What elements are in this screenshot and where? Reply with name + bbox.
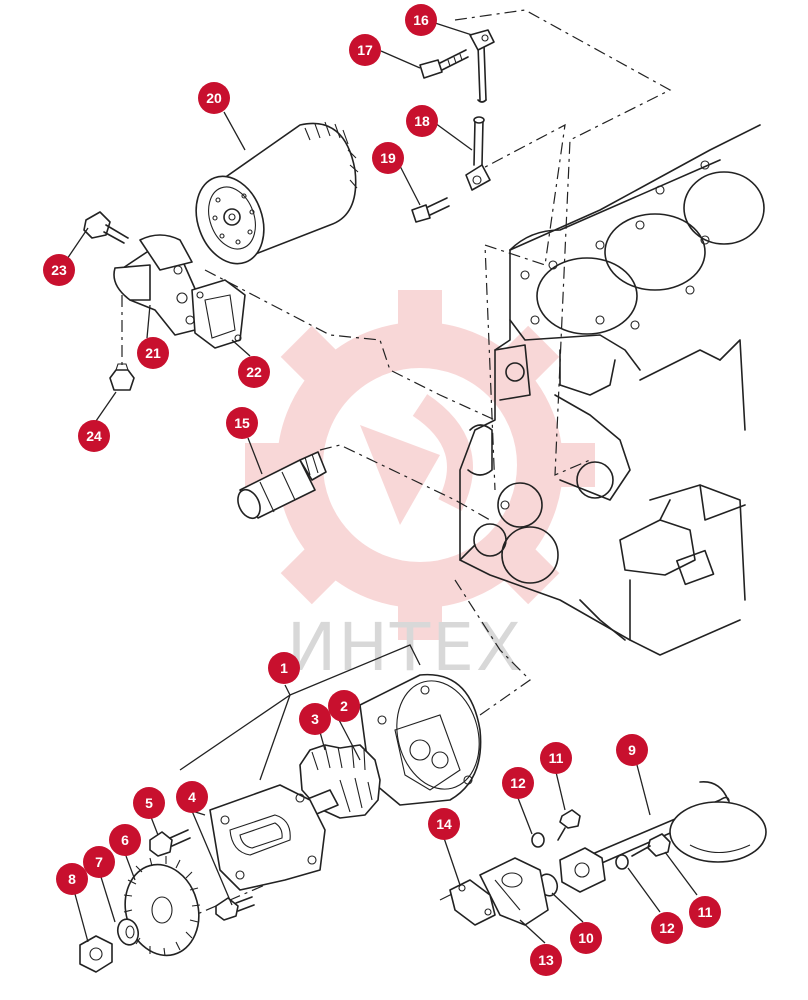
callout-15: 15 [226,407,258,439]
svg-text:14: 14 [436,816,452,832]
callout-2: 2 [328,690,360,722]
part-19-bolt [411,197,450,223]
part-9-oil-suction-pipe [589,781,767,867]
callout-10: 10 [570,922,602,954]
svg-text:12: 12 [510,775,526,791]
svg-text:24: 24 [86,428,102,444]
part-suction-flange [559,847,606,893]
part-11-bolt-lower [631,833,671,857]
callout-19: 19 [372,142,404,174]
callout-20: 20 [198,82,230,114]
svg-text:17: 17 [357,42,373,58]
svg-text:1: 1 [280,660,288,676]
part-6-drive-gear [123,856,201,957]
svg-text:19: 19 [380,150,396,166]
part-5-bolt [149,829,191,857]
svg-text:6: 6 [121,832,129,848]
callout-5: 5 [133,787,165,819]
callout-22: 22 [238,356,270,388]
callout-13: 13 [530,944,562,976]
callout-6: 6 [109,824,141,856]
svg-text:11: 11 [698,904,713,920]
part-21-filter-head [113,234,201,336]
svg-text:15: 15 [234,415,250,431]
part-14-gasket [449,879,496,926]
svg-text:2: 2 [340,698,348,714]
part-8-nut [79,935,113,973]
svg-text:20: 20 [206,90,222,106]
part-22-gasket [191,279,246,349]
svg-text:4: 4 [188,789,196,805]
part-23-fitting [83,211,129,244]
callout-18: 18 [406,105,438,137]
callout-12-lower: 12 [651,912,683,944]
part-12-washer-upper [531,832,545,848]
engine-block [459,124,765,656]
svg-text:18: 18 [414,113,430,129]
svg-text:23: 23 [51,262,67,278]
callout-11-lower: 11 [689,896,721,928]
leader-lines [64,21,698,944]
callout-3: 3 [299,703,331,735]
callout-8: 8 [56,863,88,895]
svg-text:12: 12 [659,920,675,936]
callout-7: 7 [83,846,115,878]
callout-14: 14 [428,808,460,840]
callout-17: 17 [349,34,381,66]
svg-text:9: 9 [628,742,636,758]
callout-1: 1 [268,652,300,684]
callout-16: 16 [405,4,437,36]
svg-text:5: 5 [145,795,153,811]
part-24-sensor [109,363,135,391]
svg-text:22: 22 [246,364,262,380]
part-7-washer [116,918,140,946]
callout-12-upper: 12 [502,767,534,799]
callout-21: 21 [137,337,169,369]
part-13-adapter [479,857,549,926]
callout-24: 24 [78,420,110,452]
svg-text:3: 3 [311,711,319,727]
callout-23: 23 [43,254,75,286]
callout-9: 9 [616,734,648,766]
part-4-bolt [215,896,255,921]
svg-text:16: 16 [413,12,429,28]
svg-text:13: 13 [538,952,554,968]
part-17-bolt [419,49,469,79]
callout-11-upper: 11 [540,742,572,774]
part-15-relief-valve [237,451,327,520]
svg-text:10: 10 [578,930,594,946]
svg-text:21: 21 [145,345,161,361]
svg-text:11: 11 [549,750,564,766]
part-20-oil-filter [195,121,359,265]
callout-4: 4 [176,781,208,813]
svg-text:7: 7 [95,854,103,870]
part-2-pump-housing [359,673,482,806]
svg-text:8: 8 [68,871,76,887]
part-11-bolt-upper [557,809,581,841]
part-4-pump-cover [209,784,326,891]
part-16-dipstick-tube-upper [469,29,495,103]
part-12-washer-lower [615,854,629,870]
part-18-dipstick-tube-lower [465,116,491,191]
